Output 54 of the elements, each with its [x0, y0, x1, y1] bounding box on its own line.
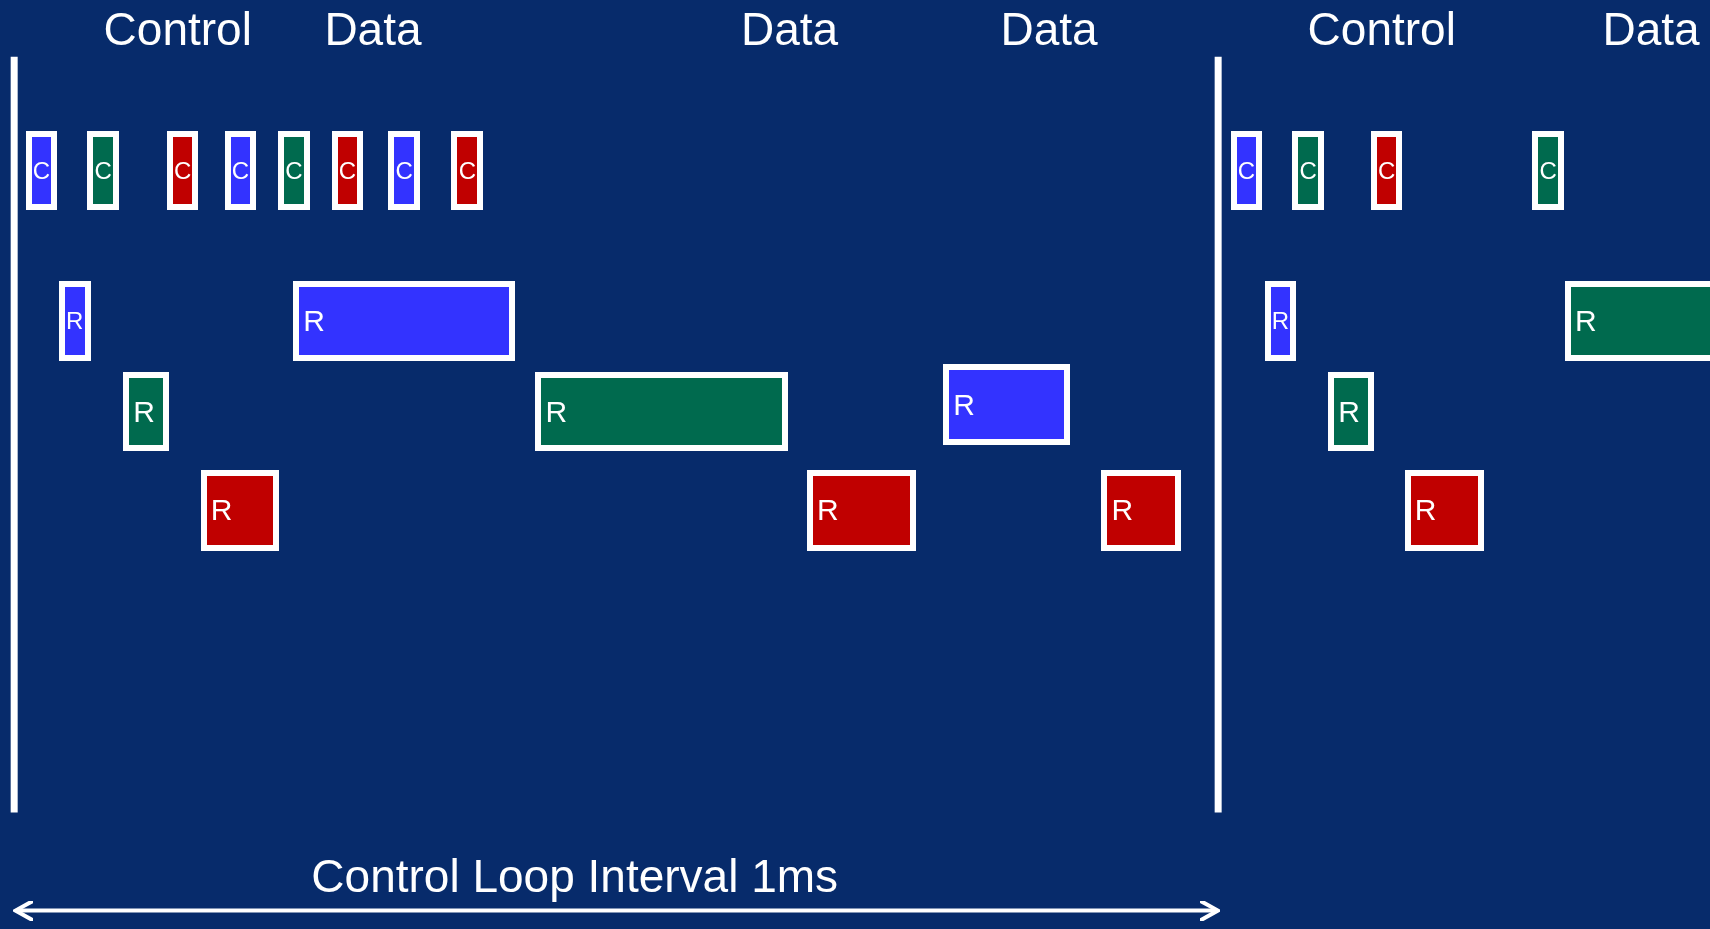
slot-letter: R [210, 495, 233, 526]
timeslot-box [224, 130, 257, 211]
slot-letter: R [133, 396, 155, 427]
timeslot-box [200, 470, 280, 551]
phase-label: Data [324, 6, 422, 53]
timeslot-box [1101, 470, 1182, 551]
timeslot-box [943, 364, 1070, 445]
timeslot-box [1532, 130, 1564, 211]
slot-letter: R [953, 389, 975, 420]
phase-label: Data [1602, 6, 1700, 53]
slot-letter: C [94, 158, 112, 183]
timeslot-box [278, 130, 310, 211]
slot-letter: C [1539, 158, 1557, 183]
slot-letter: R [1338, 396, 1360, 427]
phase-label: Data [1000, 6, 1098, 53]
phase-label: Control [103, 6, 252, 53]
slot-letter: R [1414, 495, 1437, 526]
slot-letter: C [1299, 158, 1317, 183]
slot-letter: C [1377, 158, 1396, 183]
timeslot-box [123, 371, 169, 452]
timeslot-box [1404, 470, 1485, 551]
timeslot-box [388, 130, 420, 211]
slot-letter: R [1111, 495, 1134, 526]
slot-letter: R [817, 495, 839, 526]
timeslot-box [1564, 281, 1710, 361]
slot-letter: C [285, 158, 303, 183]
timeslot-box [87, 130, 119, 211]
slot-letter: R [303, 306, 326, 337]
slot-letter: C [174, 158, 192, 183]
timeslot-box [26, 130, 57, 211]
slot-letter: C [338, 158, 356, 183]
timeslot-box [451, 130, 484, 211]
timeslot-box [1370, 130, 1403, 211]
slot-letter: C [231, 158, 250, 183]
slot-letter: R [1271, 309, 1289, 334]
timeslot-box [331, 130, 364, 211]
slot-letter: C [458, 158, 476, 183]
timeslot-box [166, 130, 199, 211]
timeslot-box [1231, 130, 1262, 211]
slot-letter: R [1574, 306, 1597, 337]
timeslot-box [807, 470, 917, 551]
slot-letter: C [1237, 158, 1256, 183]
timeslot-box [293, 281, 515, 361]
slot-letter: R [545, 396, 568, 427]
timeslot-box [1328, 371, 1375, 452]
timeslot-box [1292, 130, 1324, 211]
phase-label: Control [1307, 6, 1456, 53]
timeslot-box [58, 281, 91, 361]
slot-letter: R [66, 309, 84, 334]
timeslot-box [1265, 281, 1296, 361]
timeslot-box [535, 371, 789, 452]
slot-letter: C [395, 158, 413, 183]
slot-letter: C [32, 158, 51, 183]
phase-label: Data [741, 6, 839, 53]
